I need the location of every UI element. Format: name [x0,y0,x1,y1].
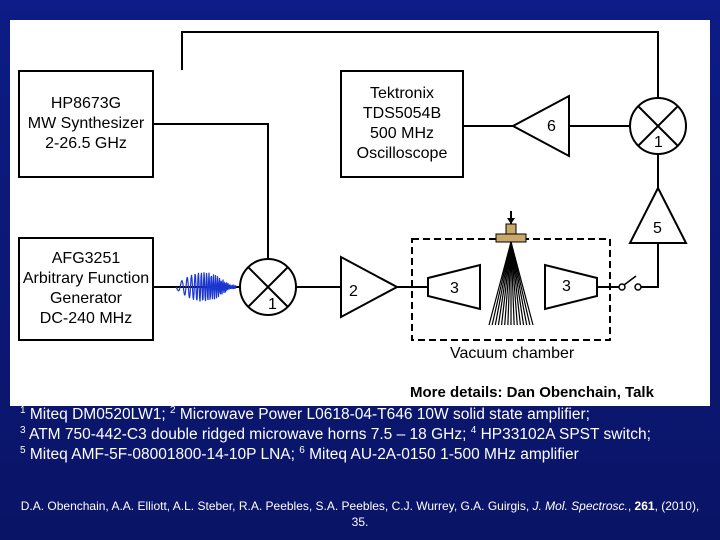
more-details-text: More details: Dan Obenchain, Talk [410,384,654,401]
footnotes: 1 Miteq DM0520LW1; 2 Microwave Power L06… [20,405,710,465]
switch-blade-icon [623,275,637,286]
label-mixer-lower: 1 [268,296,277,313]
label-mixer-upper: 1 [654,134,663,151]
synthesizer-box: HP8673G MW Synthesizer 2-26.5 GHz [18,70,154,178]
horn-right-icon [544,263,598,311]
synthesizer-line-1: HP8673G [50,95,122,112]
switch-contact-left-icon [618,283,626,291]
footnote-line-2: 3 ATM 750-442-C3 double ridged microwave… [20,425,651,444]
citation: D.A. Obenchain, A.A. Elliott, A.L. Stebe… [20,499,700,529]
footnote-line-3: 5 Miteq AMF-5F-08001800-14-10P LNA; 6 Mi… [20,445,579,464]
power-amplifier-icon [340,255,400,319]
mixer-lower-icon [239,258,297,316]
synthesizer-line-2: MW Synthesizer [27,115,145,132]
chirp-signal-icon [175,272,237,302]
molecular-beam-icon [488,241,534,326]
wire-top-loop [181,31,659,98]
pulsed-nozzle-icon [495,211,527,243]
awg-line-1: AFG3251 [51,250,121,267]
wire-lna-to-switch [641,243,659,288]
vacuum-chamber-label: Vacuum chamber [450,345,575,362]
awg-box: AFG3251 Arbitrary Function Generator DC-… [18,237,154,341]
awg-line-2: Arbitrary Function [22,270,150,287]
footnote-line-1: 1 Miteq DM0520LW1; 2 Microwave Power L06… [20,405,590,424]
label-horn-right: 3 [562,278,571,295]
switch-contact-right-icon [634,283,642,291]
horn-left-icon [427,263,481,311]
wire-synth-to-mixer [154,123,269,258]
lna-amplifier-icon [628,185,688,244]
oscilloscope-line-3: 500 MHz [369,125,435,142]
label-horn-left: 3 [450,280,459,297]
label-if-amplifier: 6 [547,118,556,135]
label-power-amplifier: 2 [349,283,358,300]
oscilloscope-box: Tektronix TDS5054B 500 MHz Oscilloscope [340,70,464,178]
awg-line-4: DC-240 MHz [39,310,133,327]
synthesizer-line-3: 2-26.5 GHz [45,135,127,152]
label-lna: 5 [653,220,662,237]
oscilloscope-line-2: TDS5054B [362,105,442,122]
oscilloscope-line-1: Tektronix [369,85,435,102]
mixer-upper-icon [629,97,687,155]
awg-line-3: Generator [49,290,123,307]
oscilloscope-line-4: Oscilloscope [356,145,448,162]
if-amplifier-icon [510,94,570,158]
